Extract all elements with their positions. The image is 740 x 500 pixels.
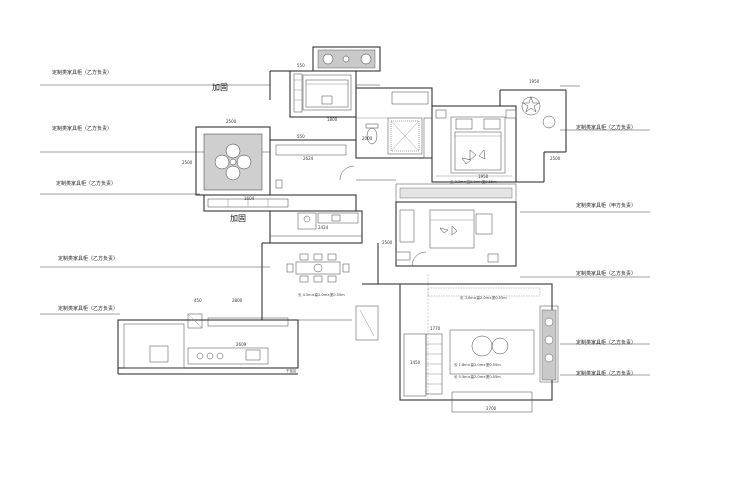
callout-right-2: 定制类家具柜（甲方负责）	[576, 203, 637, 209]
notes: 干挂区 长 4.5m×高2.0m×宽0.55m 长 3.0m×高2.0m×宽0.…	[286, 179, 507, 379]
callout-right-3: 定制类家具柜（乙方负责）	[576, 271, 637, 277]
note-dims-3: 长 1.8m×高2.0m×宽0.55m	[454, 362, 501, 367]
dim-11: 2424	[318, 225, 329, 230]
dim-14: 2609	[236, 342, 247, 347]
dim-19: 2000	[362, 136, 373, 141]
top-balcony	[312, 46, 381, 72]
dim-4: 550	[297, 134, 305, 139]
bathroom	[355, 87, 433, 159]
dim-2: 1950	[529, 79, 540, 84]
tiled-room-left	[195, 126, 356, 196]
dim-16: 2700	[486, 406, 497, 411]
dim-8: 1604	[244, 196, 255, 201]
callout-left-1: 定制类家具柜（乙方负责）	[52, 70, 113, 76]
note-dims-1: 长 4.5m×高2.0m×宽0.55m	[298, 292, 345, 297]
dim-10: 2500	[550, 156, 561, 161]
master-bedroom	[431, 89, 567, 183]
living-room	[362, 243, 559, 413]
note-dims-5: 长 3.0m×高2.0m×宽0.55m	[450, 179, 497, 184]
leader-lines-right	[520, 85, 650, 376]
callout-left-4: 定制类家具柜（乙方负责）	[58, 256, 119, 262]
bedroom-second	[395, 201, 517, 267]
callout-left-2: 定制类家具柜（乙方负责）	[52, 126, 113, 132]
callout-left-5: 定制类家具柜（乙方负责）	[58, 306, 119, 312]
dim-15: 1770	[430, 326, 441, 331]
dim-5: 2500	[226, 119, 237, 124]
dim-6: 2500	[182, 160, 193, 165]
note-dims-2: 长 3.0m×高2.0m×宽0.55m	[460, 295, 507, 300]
bedroom-top	[269, 70, 380, 118]
reinforce-label-mid: 加固	[230, 214, 246, 223]
note-dry-area: 干挂区	[286, 368, 297, 373]
kitchen	[117, 305, 379, 375]
callout-right-5: 定制类家具柜（乙方负责）	[576, 371, 637, 377]
dining-area	[261, 210, 363, 320]
dim-9: 1950	[478, 174, 489, 179]
callout-right-1: 定制类家具柜（乙方负责）	[576, 125, 637, 131]
reinforce-label-top: 加固	[212, 83, 228, 92]
callout-right-4: 定制类家具柜（乙方负责）	[576, 340, 637, 346]
dim-17: 2500	[382, 240, 393, 245]
dimension-labels: 550 1950 1800 550 2500 2500 2624 1604 19…	[182, 63, 561, 411]
note-dims-4: 长 0.5m×高2.0m×宽0.55m	[454, 374, 501, 379]
dim-18: 1450	[410, 360, 421, 365]
dim-13: 2800	[232, 298, 243, 303]
dim-1: 550	[297, 63, 305, 68]
dim-7: 2624	[303, 156, 314, 161]
dim-3: 1800	[327, 117, 338, 122]
callout-left-3: 定制类家具柜（乙方负责）	[56, 181, 117, 187]
dim-12: 450	[194, 298, 202, 303]
